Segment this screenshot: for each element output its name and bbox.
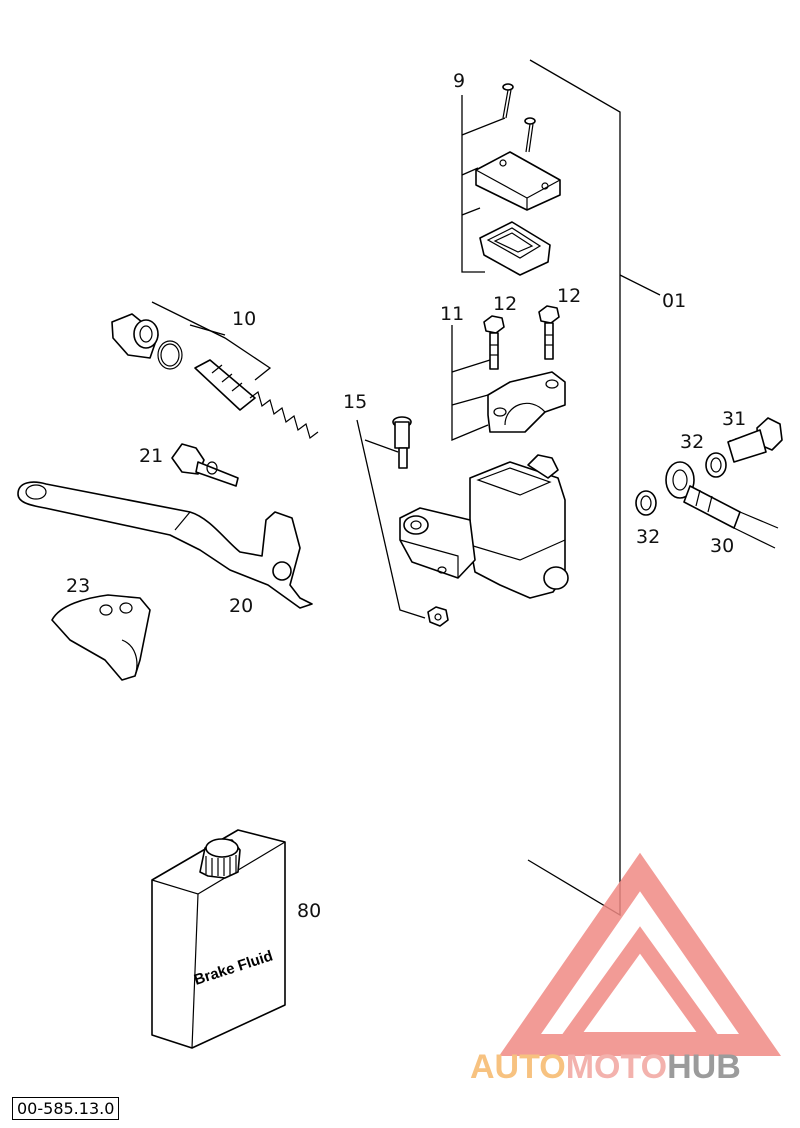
callout-23: 23 [66,575,90,597]
brake-fluid-bottle: Brake Fluid [151,829,286,1049]
watermark-triangle-icon [498,852,782,1056]
clamp-group [451,305,566,441]
clamp-bolt [483,315,505,370]
callout-12: 12 [493,293,517,315]
watermark-hub: HUB [667,1048,741,1086]
banjo-bolt [727,417,783,463]
svg-text:AUTOMOTOHUB: AUTOMOTOHUB [470,1048,741,1086]
callout-10: 10 [232,308,256,330]
brake-hose-banjo [635,417,783,549]
callout-32: 32 [636,526,660,548]
circlip [157,340,183,370]
drawing-code: 00-585.13.0 [12,1097,120,1120]
lever-adjuster [171,443,239,487]
brake-lever [17,481,313,609]
watermark-logo: AUTOMOTOHUB [470,852,782,1086]
callout-labels: 9 01 11 12 12 10 15 21 20 23 31 32 32 30… [66,70,746,922]
callout-32: 32 [680,431,704,453]
callout-31: 31 [722,408,746,430]
reservoir-diaphragm [479,221,551,276]
cover-screw [524,117,536,153]
pivot-bolt [392,416,412,469]
callout-21: 21 [139,445,163,467]
pivot-bolt-group [356,416,449,627]
return-spring [249,390,319,440]
dust-boot [111,313,159,359]
callout-12: 12 [557,285,581,307]
callout-80: 80 [297,900,321,922]
pivot-nut [427,606,449,627]
cover-screw [502,83,514,119]
callout-9: 9 [453,70,465,92]
callout-20: 20 [229,595,253,617]
callout-15: 15 [343,391,367,413]
callout-30: 30 [710,535,734,557]
reservoir-cover-group [461,83,561,276]
master-cylinder-body [399,454,569,599]
callout-11: 11 [440,303,464,325]
clamp-bolt [538,305,560,360]
brake-hose [665,461,779,549]
callout-01: 01 [662,290,686,312]
watermark-moto: MOTO [566,1048,667,1086]
lever-guard [51,594,151,681]
assembly-bracket-01 [527,59,661,917]
handlebar-clamp [487,371,566,433]
piston-kit [111,301,319,440]
piston [194,359,256,411]
reservoir-cover [475,151,561,211]
watermark-auto: AUTO [470,1048,566,1086]
